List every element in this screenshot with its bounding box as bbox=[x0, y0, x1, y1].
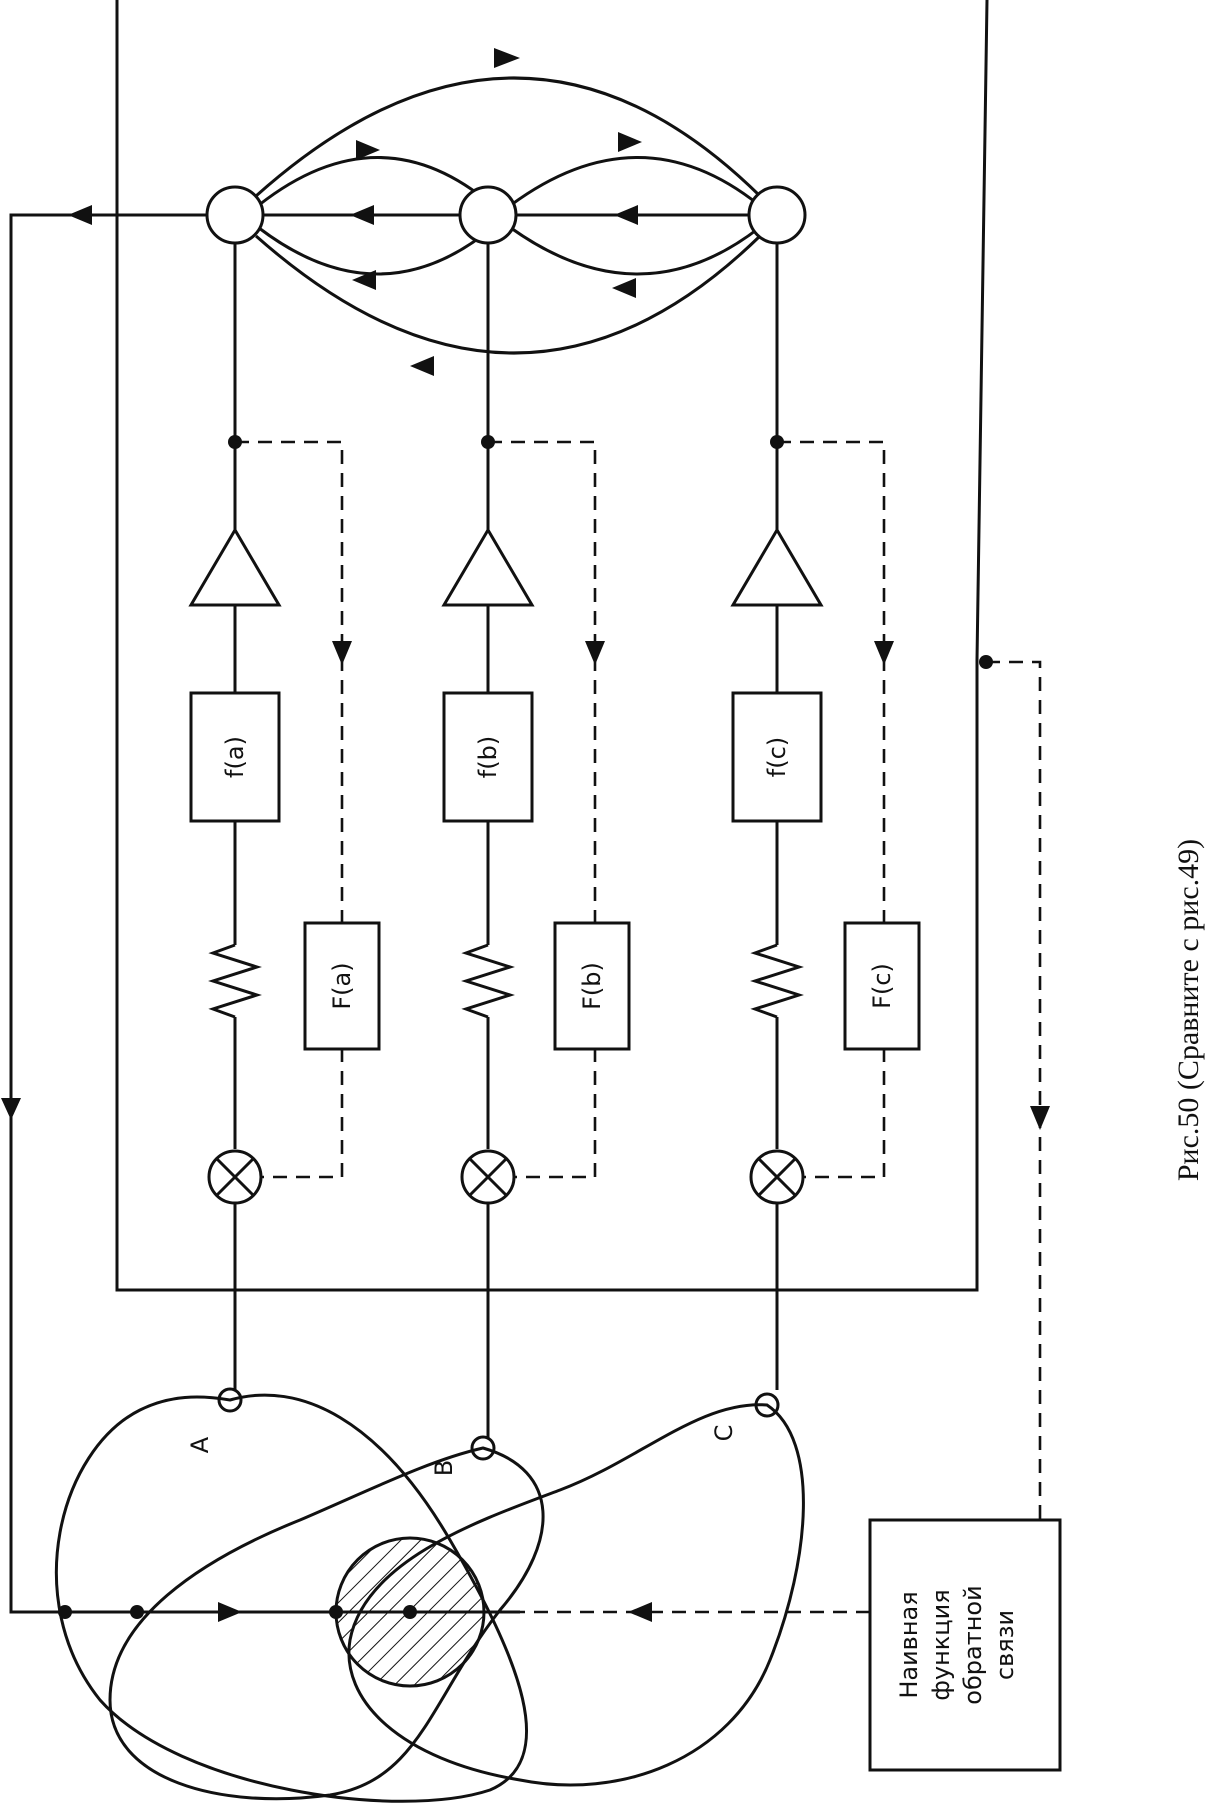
label-f-a: f(a) bbox=[221, 736, 249, 778]
receptive-fields bbox=[54, 1393, 805, 1803]
arrow-left-top bbox=[68, 205, 92, 225]
arrow-right-bottom bbox=[218, 1602, 242, 1622]
feedback-line-1: Наивная bbox=[895, 1591, 923, 1698]
left-return-line bbox=[9, 213, 520, 1614]
label-f-b: f(b) bbox=[474, 736, 502, 778]
intersection-dot-4 bbox=[403, 1605, 417, 1619]
label-F-a: F(a) bbox=[328, 962, 356, 1009]
output-node-b bbox=[458, 185, 518, 245]
feedback-line-4: связи bbox=[991, 1610, 1019, 1680]
feedback-line-3: обратной bbox=[959, 1585, 987, 1704]
outer-frame bbox=[115, 0, 989, 1292]
arrow-feedback-bottom bbox=[628, 1602, 652, 1622]
label-b: B bbox=[430, 1460, 458, 1476]
intersection-dot-3 bbox=[329, 1605, 343, 1619]
intersection-dot-2 bbox=[130, 1605, 144, 1619]
label-f-c: f(c) bbox=[763, 737, 791, 777]
feedback-box bbox=[868, 1518, 1062, 1772]
channel-b bbox=[441, 240, 631, 1461]
feedback-line-2: функция bbox=[927, 1589, 955, 1700]
figure-caption: Рис.50 (Сравните с рис.49) bbox=[1172, 839, 1205, 1181]
network-arcs bbox=[255, 48, 762, 376]
intersection-dot-1 bbox=[58, 1605, 72, 1619]
label-a: A bbox=[186, 1436, 214, 1453]
label-c: C bbox=[710, 1425, 738, 1442]
output-node-c bbox=[747, 185, 807, 245]
arrow-left-down bbox=[1, 1098, 21, 1120]
output-node-a bbox=[205, 185, 265, 245]
channel-a bbox=[188, 240, 381, 1413]
label-F-b: F(b) bbox=[578, 962, 606, 1010]
feedback-dash-right bbox=[979, 655, 1050, 1520]
label-F-c: F(c) bbox=[868, 963, 896, 1009]
channel-c bbox=[730, 240, 921, 1418]
